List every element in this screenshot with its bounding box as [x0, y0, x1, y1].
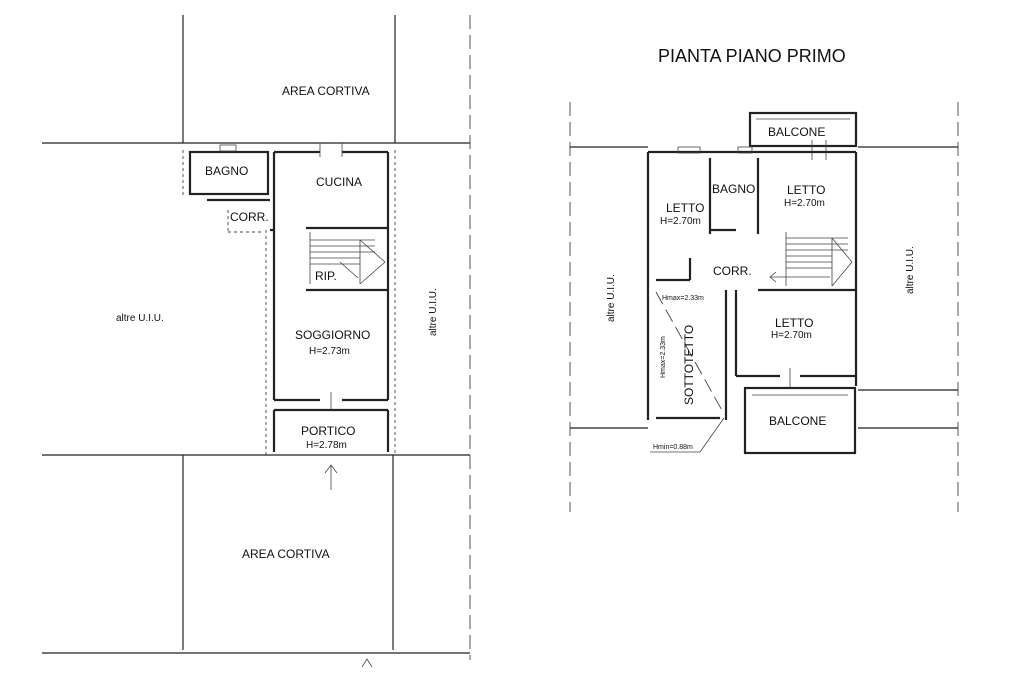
entry-arrow-icon — [324, 464, 338, 490]
hmax-top-label: Hmax=2.33m — [662, 295, 704, 302]
balcone-top-label: BALCONE — [768, 125, 825, 139]
letto-left-height: H=2.70m — [660, 216, 701, 227]
altre-uiu-right-ground: altre U.I.U. — [428, 288, 439, 336]
letto-bottom-height: H=2.70m — [771, 330, 812, 341]
altre-uiu-right-first: altre U.I.U. — [905, 246, 916, 294]
letto-left-label: LETTO — [666, 201, 704, 215]
letto-bottom-label: LETTO — [775, 316, 813, 330]
soggiorno-label: SOGGIORNO — [295, 328, 370, 342]
bagno-first-label: BAGNO — [712, 182, 755, 196]
first-floor-plan: PIANTA PIANO PRIMO — [569, 46, 959, 512]
area-cortiva-bottom-label: AREA CORTIVA — [242, 547, 330, 561]
stairs-ground — [309, 232, 386, 285]
corr-first-label: CORR. — [713, 264, 752, 278]
soggiorno-height: H=2.73m — [309, 346, 350, 357]
altre-uiu-left-first: altre U.I.U. — [606, 274, 617, 322]
ground-floor-plan: AREA CORTIVA AREA CORTIVA BAGNO CUCINA C… — [42, 15, 471, 668]
ripostiglio-label: RIP. — [315, 269, 337, 283]
altre-uiu-left-ground: altre U.I.U. — [116, 313, 164, 324]
balcone-bottom-label: BALCONE — [769, 414, 826, 428]
letto-right-label: LETTO — [787, 183, 825, 197]
bagno-ground-label: BAGNO — [205, 164, 248, 178]
hmax-side-label: Hmax=2.33m — [660, 336, 667, 378]
stairs-first — [769, 232, 853, 287]
hmin-label: Hmin=0.88m — [653, 444, 693, 451]
cucina-label: CUCINA — [316, 175, 362, 189]
area-cortiva-top-label: AREA CORTIVA — [282, 84, 370, 98]
letto-right-height: H=2.70m — [784, 198, 825, 209]
portico-label: PORTICO — [301, 424, 355, 438]
sottotetto-label: SOTTOTETTO — [682, 325, 696, 405]
first-floor-title: PIANTA PIANO PRIMO — [658, 46, 846, 66]
portico-height: H=2.78m — [306, 440, 347, 451]
corr-ground-label: CORR. — [230, 210, 269, 224]
